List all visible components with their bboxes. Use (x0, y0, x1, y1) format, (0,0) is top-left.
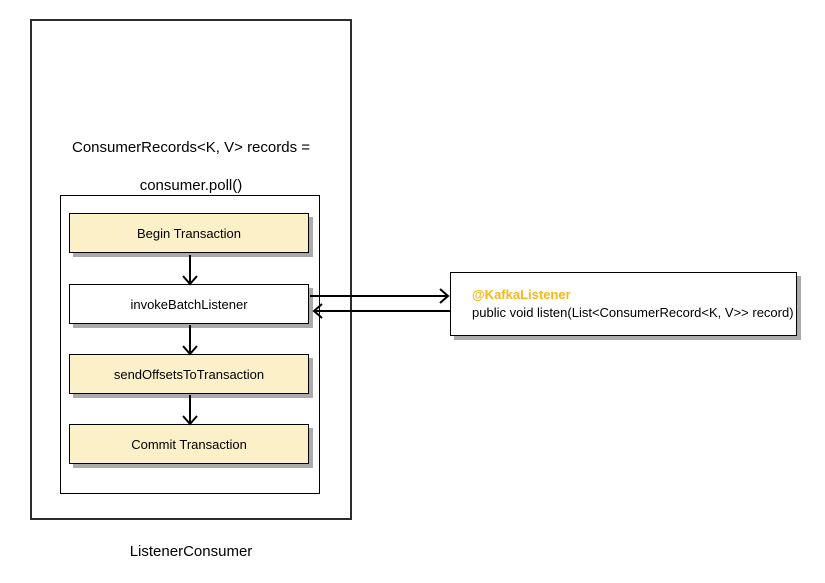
consumer-poll-line1: ConsumerRecords<K, V> records = (71, 139, 311, 156)
step-send-offsets-to-transaction: sendOffsetsToTransaction (69, 354, 309, 394)
step-begin-transaction-label: Begin Transaction (136, 225, 242, 241)
step-send-offsets-to-transaction-label: sendOffsetsToTransaction (113, 366, 265, 382)
consumer-poll-text: ConsumerRecords<K, V> records = consumer… (32, 119, 350, 195)
transaction-flow-container: Begin Transaction invokeBatchListener se… (60, 195, 320, 494)
step-invoke-batch-listener: invokeBatchListener (69, 284, 309, 324)
consumer-poll-line2: consumer.poll() (139, 177, 243, 194)
kafka-listener-box: @KafkaListener public void listen(List<C… (450, 272, 797, 336)
step-begin-transaction: Begin Transaction (69, 213, 309, 253)
listen-method-signature: public void listen(List<ConsumerRecord<K… (472, 305, 794, 320)
call-arrow-head (439, 288, 450, 304)
listener-consumer-label: ListenerConsumer (129, 543, 253, 560)
step-commit-transaction: Commit Transaction (69, 424, 309, 464)
listener-consumer-container: ConsumerRecords<K, V> records = consumer… (30, 19, 352, 520)
step-commit-transaction-label: Commit Transaction (131, 436, 247, 452)
kafka-annotation-text: @KafkaListener (472, 287, 571, 302)
step-invoke-batch-listener-label: invokeBatchListener (130, 296, 248, 312)
